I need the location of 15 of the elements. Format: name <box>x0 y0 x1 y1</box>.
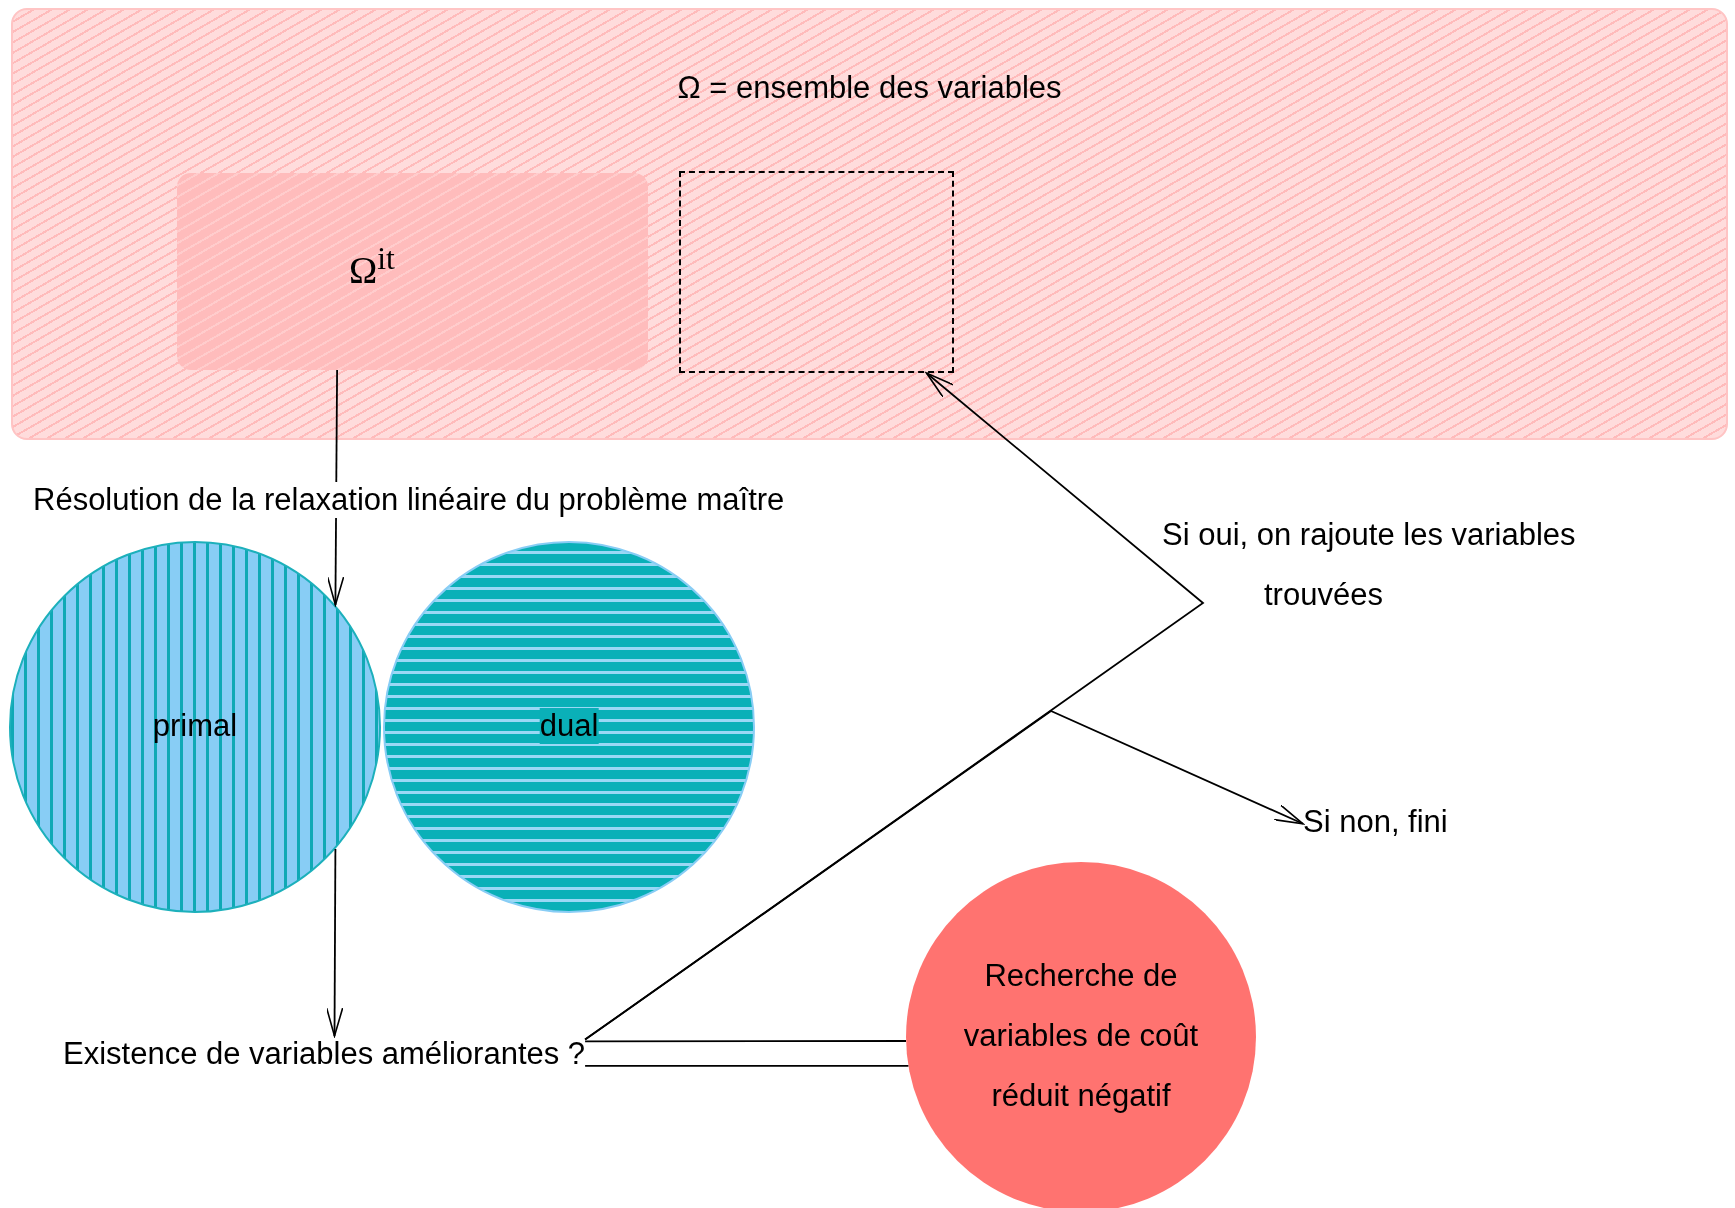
edge-label: Si oui, on rajoute les variables trouvées <box>1162 516 1577 614</box>
arrow <box>584 709 1304 1041</box>
arrow <box>325 848 344 1037</box>
set-title: Ω = ensemble des variables <box>677 70 1062 106</box>
outcome-text: Si non, fini <box>1303 804 1448 840</box>
set-title: Ω$^{it}$ <box>348 241 396 292</box>
question-text: Existence de variables améliorantes ? <box>63 1036 586 1072</box>
edge-label: Résolution de la relaxation linéaire du problème maître <box>33 482 785 518</box>
equals-connector <box>584 1040 910 1067</box>
dashed-box <box>679 171 954 373</box>
circle-label: dual <box>539 708 599 744</box>
circle-label: primal <box>152 708 238 744</box>
process-text: Recherche de variables de coût réduit négatif <box>962 957 1200 1115</box>
variable-set-panel <box>11 8 1728 440</box>
subset-panel <box>177 173 648 370</box>
